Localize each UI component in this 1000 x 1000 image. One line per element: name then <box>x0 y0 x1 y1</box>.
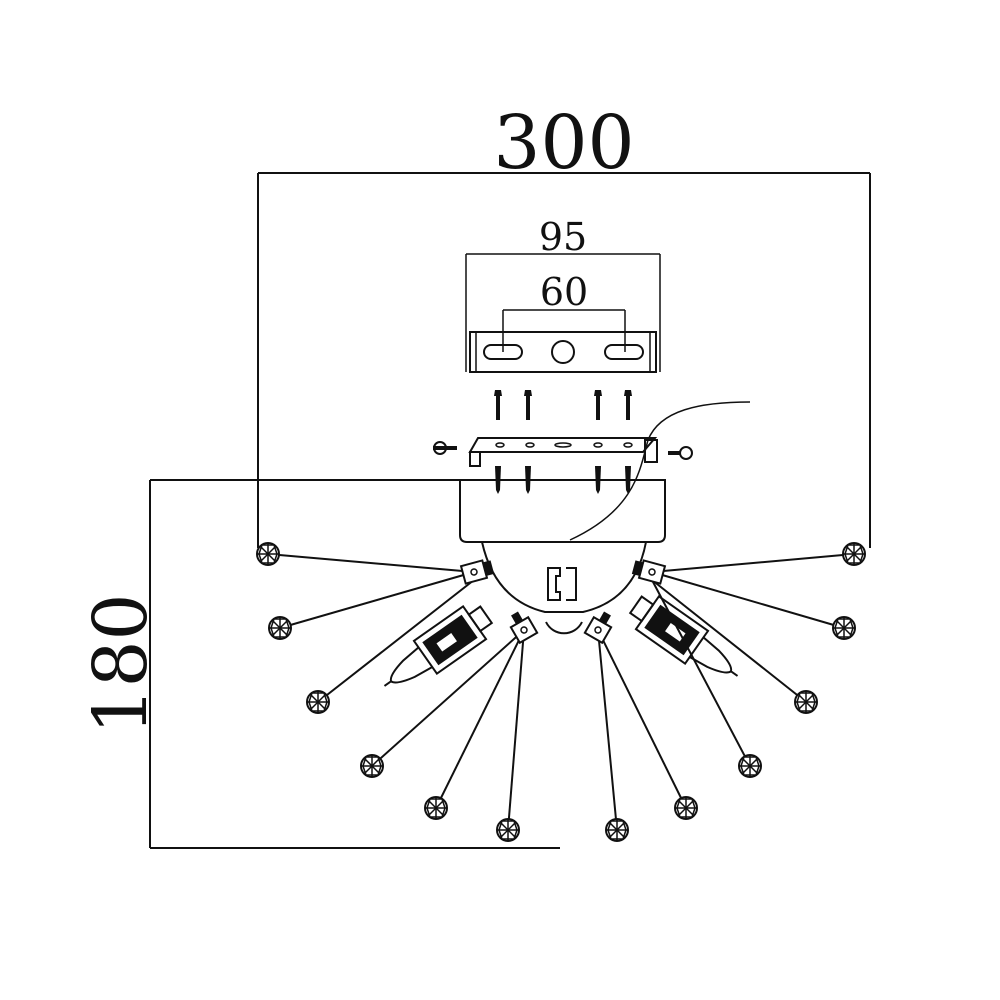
rod <box>435 629 525 809</box>
crystal-bead-icon <box>306 690 330 714</box>
bead-facet <box>740 756 760 776</box>
crystal-bead-icon <box>738 754 762 778</box>
bead-facet <box>259 545 277 563</box>
rod <box>317 579 475 703</box>
bead-facet <box>607 820 627 840</box>
rod-clamps <box>459 559 667 645</box>
dimension-overall-width: 300 <box>257 100 871 548</box>
bulb-left <box>383 605 494 687</box>
bead-facet <box>498 820 518 840</box>
crystal-rods <box>256 542 866 842</box>
rod <box>267 553 475 573</box>
crystal-bead-icon <box>794 690 818 714</box>
bead-facet <box>835 619 853 637</box>
crystal-bead-icon <box>424 796 448 820</box>
side-screw-right <box>668 446 693 460</box>
bead-facet <box>676 798 696 818</box>
dimension-bracket-width: 95 <box>465 215 661 372</box>
crystal-bead-icon <box>268 616 292 640</box>
crystal-bead-icon <box>842 542 866 566</box>
dimension-overall-height: 180 <box>78 479 560 849</box>
bead-facet <box>271 619 289 637</box>
rod <box>651 571 845 629</box>
rod <box>279 571 475 629</box>
bulb-right <box>628 595 739 677</box>
bead-facet <box>426 798 446 818</box>
rod <box>597 629 687 809</box>
crystal-bead-icon <box>360 754 384 778</box>
bracket-width-label: 95 <box>539 215 587 259</box>
overall-height-label: 180 <box>78 593 164 734</box>
overall-width-label: 300 <box>493 100 634 186</box>
bead-facet <box>362 756 382 776</box>
crystal-bead-icon <box>256 542 280 566</box>
bead-facet <box>427 799 445 817</box>
bead-facet <box>834 618 854 638</box>
bead-facet <box>741 757 759 775</box>
dimension-hole-spacing: 60 <box>502 270 626 352</box>
power-cable <box>569 401 751 541</box>
crystal-bead-icon <box>832 616 856 640</box>
bead-facet <box>270 618 290 638</box>
bead-facet <box>308 692 328 712</box>
crystal-bead-icon <box>496 818 520 842</box>
bead-facet <box>844 544 864 564</box>
crystal-bead-icon <box>674 796 698 820</box>
bead-facet <box>677 799 695 817</box>
canopy <box>459 479 666 635</box>
bead-facet <box>845 545 863 563</box>
rod <box>651 579 807 703</box>
rod <box>651 553 855 573</box>
rod <box>651 579 751 767</box>
bead-facet <box>796 692 816 712</box>
bead-facet <box>499 821 517 839</box>
crossbar-bracket <box>433 437 693 467</box>
rod <box>597 629 618 831</box>
crystal-bead-icon <box>605 818 629 842</box>
wall-anchors <box>494 390 632 420</box>
bead-facet <box>363 757 381 775</box>
side-screw-left <box>433 441 457 455</box>
mounting-plate <box>469 331 657 373</box>
rod <box>507 629 525 831</box>
bead-facet <box>797 693 815 711</box>
rod <box>371 629 525 767</box>
bead-facet <box>258 544 278 564</box>
hole-spacing-label: 60 <box>540 270 588 314</box>
bead-facet <box>309 693 327 711</box>
bead-facet <box>608 821 626 839</box>
